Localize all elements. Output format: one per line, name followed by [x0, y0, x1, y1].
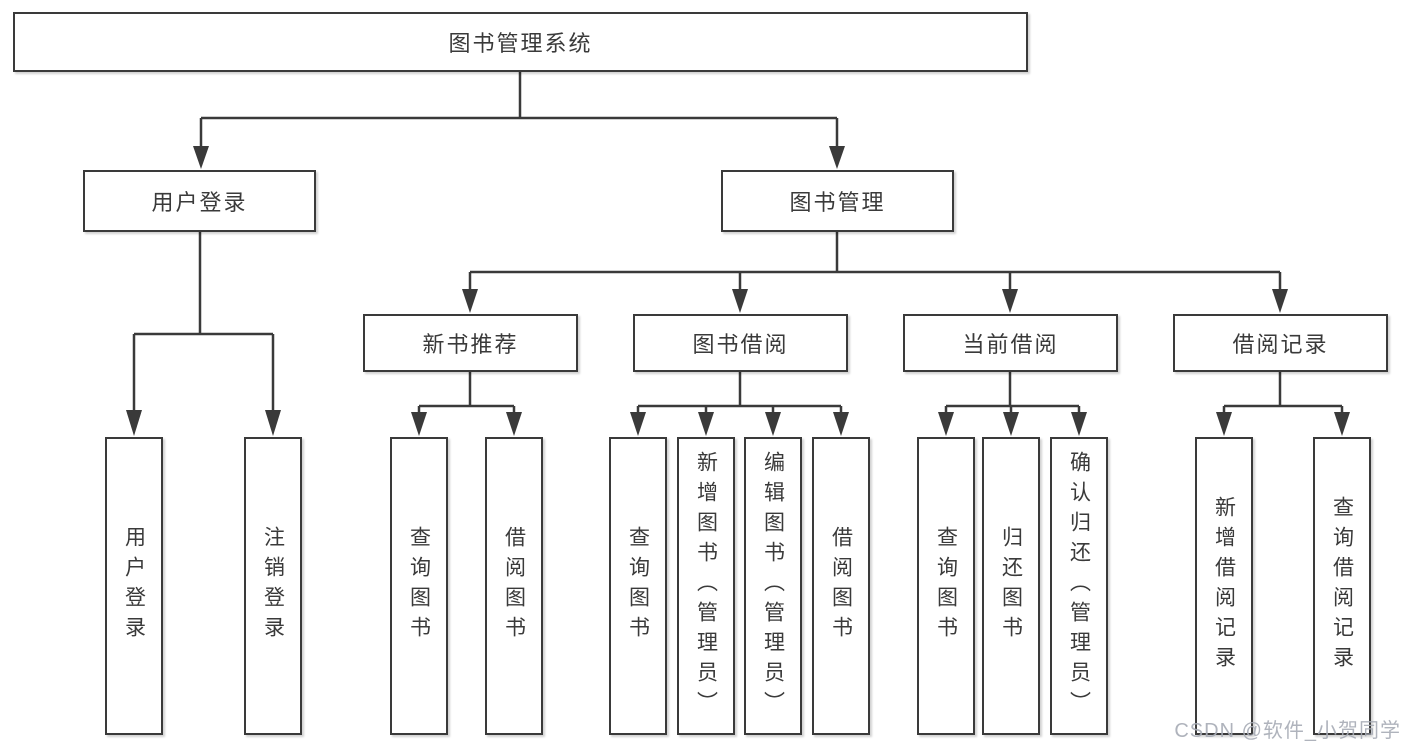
arrow-down-icon	[1002, 289, 1018, 313]
csdn-watermark: CSDN @软件_小贺同学	[1174, 720, 1401, 742]
arrow-down-icon	[698, 412, 714, 436]
node-book-borrowing: 图书借阅	[633, 314, 848, 372]
leaf-current-query-books: 查询图书	[917, 437, 975, 735]
arrow-down-icon	[1272, 289, 1288, 313]
arrow-down-icon	[630, 412, 646, 436]
connector-user-login-children	[126, 232, 281, 436]
leaf-query-borrow-record: 查询借阅记录	[1313, 437, 1371, 735]
leaf-edit-book-admin: 编辑图书（管理员）	[744, 437, 802, 735]
arrow-down-icon	[506, 412, 522, 436]
arrow-down-icon	[833, 412, 849, 436]
connector-current-borrow-children	[938, 372, 1087, 436]
node-borrowing-records: 借阅记录	[1173, 314, 1388, 372]
node-library-management-system: 图书管理系统	[13, 12, 1028, 72]
leaf-newbooks-borrow-books: 借阅图书	[485, 437, 543, 735]
arrow-down-icon	[126, 410, 142, 436]
connector-borrow-record-children	[1216, 372, 1350, 436]
arrow-down-icon	[938, 412, 954, 436]
node-user-login: 用户登录	[83, 170, 316, 232]
node-current-borrowing: 当前借阅	[903, 314, 1118, 372]
arrow-down-icon	[732, 289, 748, 313]
leaf-borrowing-borrow-books: 借阅图书	[812, 437, 870, 735]
connector-book-management-children	[462, 232, 1288, 313]
arrow-down-icon	[265, 410, 281, 436]
arrow-down-icon	[411, 412, 427, 436]
arrow-down-icon	[193, 146, 209, 169]
connector-root-to-level2	[193, 72, 845, 169]
leaf-add-borrow-record: 新增借阅记录	[1195, 437, 1253, 735]
leaf-borrowing-query-books: 查询图书	[609, 437, 667, 735]
connector-book-borrow-children	[630, 372, 849, 436]
leaf-add-book-admin: 新增图书（管理员）	[677, 437, 735, 735]
leaf-confirm-return-admin: 确认归还（管理员）	[1050, 437, 1108, 735]
node-new-book-recommend: 新书推荐	[363, 314, 578, 372]
leaf-logout: 注销登录	[244, 437, 302, 735]
arrow-down-icon	[1003, 412, 1019, 436]
arrow-down-icon	[462, 289, 478, 313]
arrow-down-icon	[1334, 412, 1350, 436]
arrow-down-icon	[1216, 412, 1232, 436]
node-book-management: 图书管理	[721, 170, 954, 232]
leaf-user-login: 用户登录	[105, 437, 163, 735]
leaf-newbooks-query-books: 查询图书	[390, 437, 448, 735]
arrow-down-icon	[1071, 412, 1087, 436]
leaf-return-books: 归还图书	[982, 437, 1040, 735]
connector-new-book-children	[411, 372, 522, 436]
arrow-down-icon	[765, 412, 781, 436]
arrow-down-icon	[829, 146, 845, 169]
